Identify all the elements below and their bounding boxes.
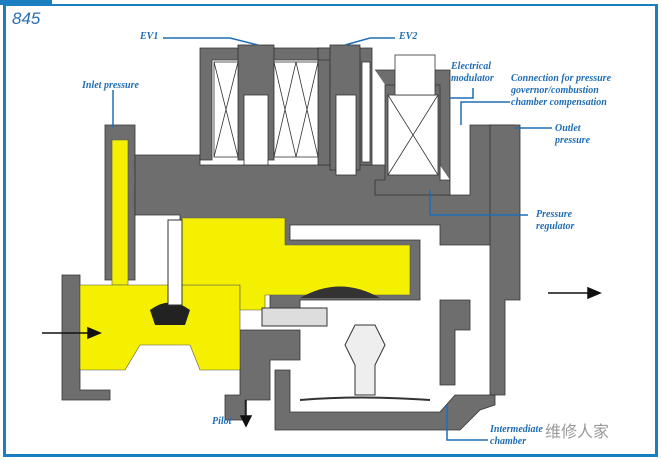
figure-number: 845	[12, 9, 41, 28]
label-connection: Connection for pressure governor/combust…	[511, 73, 612, 108]
ev2-plunger	[335, 94, 357, 176]
diaphragm	[299, 396, 431, 401]
main-valve-stem	[344, 324, 386, 396]
modulator-top	[394, 54, 436, 96]
ev1-coil-right	[273, 61, 319, 158]
outlet-wall	[489, 124, 521, 396]
filter	[261, 307, 328, 327]
label-pressure-regulator: Pressure regulator	[536, 209, 575, 232]
outlet-floor	[439, 299, 471, 386]
ev1-plunger	[243, 94, 269, 166]
inlet-chamber-gas	[79, 284, 241, 371]
figure-frame	[3, 4, 658, 457]
frame-accent	[0, 0, 52, 5]
label-intermediate-chamber: Intermediate chamber	[490, 424, 543, 447]
label-inlet-pressure: Inlet pressure	[82, 80, 139, 91]
inlet-valve-stem	[167, 219, 183, 306]
label-ev2: EV2	[399, 31, 418, 42]
ev2-coil	[361, 61, 371, 163]
label-pilot: Pilot	[212, 416, 232, 427]
label-electrical-modulator: Electrical modulator	[451, 61, 494, 84]
label-ev1: EV1	[140, 31, 159, 42]
intermediate-chamber-wall	[274, 369, 496, 431]
main-valve-disc	[300, 286, 380, 298]
leader-lines	[112, 37, 552, 441]
label-outlet-pressure: Outlet pressure	[555, 123, 591, 146]
inlet-valve-disc	[150, 302, 190, 325]
lower-body	[224, 329, 301, 421]
coil-windings	[213, 61, 439, 176]
inlet-lower-wall	[61, 274, 111, 401]
watermark: 维修人家	[545, 422, 610, 441]
inlet-gas	[111, 139, 129, 286]
main-gas-channel	[181, 217, 411, 311]
